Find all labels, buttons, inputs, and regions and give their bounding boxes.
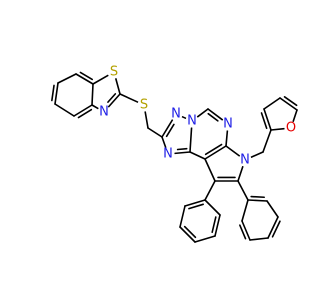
bond-N_tz2-CH_pym (196, 108, 209, 118)
bond-C_tz-N_tz3 (174, 151, 191, 155)
bond-pa3-pa4 (179, 226, 196, 243)
bond-layer (51, 71, 298, 243)
bond-C3_fur-C4_fur (263, 97, 281, 110)
bond-C_pym-C_pym2 (204, 145, 227, 160)
furan-oxygen-label-backdrop (284, 121, 298, 135)
bond-C5_fur-O_fur (292, 109, 298, 123)
bond-C2_fur-C3_fur (263, 108, 272, 131)
triazole-nitrogen-1-label-backdrop (169, 107, 183, 121)
pyrimidine-nitrogen-label-backdrop (221, 117, 235, 131)
bond-C_pym-C_pym2-inner (204, 143, 223, 156)
bond-O_fur-C2_fur (270, 127, 285, 131)
bond-C4_fur-C5_fur (279, 97, 298, 111)
bond-b2-b3 (57, 73, 77, 84)
benzothiazole-sulfur-label-backdrop (107, 65, 121, 79)
bond-N_pym-C_pym (225, 130, 229, 147)
pyrimidine-nitrogen-label: N (223, 117, 233, 132)
bond-b1-b2 (54, 82, 59, 105)
bond-C_tz-N_tz3-inner (176, 147, 188, 151)
bond-pa5-pa6-inner (211, 216, 217, 234)
thioether-sulfur-label-backdrop (137, 98, 151, 112)
triazole-nitrogen-3-label-backdrop (161, 147, 175, 161)
bond-b4-S_bzt (92, 74, 109, 85)
bond-b6-b1 (54, 103, 75, 117)
benzothiazole-nitrogen-label: N (99, 105, 109, 120)
pyrrole-nitrogen-label: N (240, 153, 250, 168)
bond-pb6-pb1-inner (250, 195, 265, 199)
triazole-nitrogen-3-label: N (163, 147, 173, 162)
bond-C2_tz-N_tz1 (161, 119, 174, 138)
bond-S_link-CH2a (144, 111, 149, 129)
bond-b3-b4-inner (79, 71, 94, 81)
bond-N_pyr-C_pyrA (237, 165, 244, 182)
bond-pa5-pa6 (214, 214, 221, 237)
bond-pb2-pb3 (241, 220, 251, 241)
bond-C_pyrB-pa1 (204, 180, 216, 201)
triazole-nitrogen-2-label-backdrop (185, 114, 199, 128)
bond-N_tz3-C2_tz (161, 136, 167, 149)
bond-pb6-pb1 (247, 199, 268, 202)
bond-pa1-pa2 (184, 199, 206, 207)
benzothiazole-sulfur-label: S (110, 65, 118, 80)
bond-pa4-pa5 (194, 235, 216, 243)
benzothiazole-nitrogen-label-backdrop (97, 105, 111, 119)
bond-pb3-pb4 (249, 237, 269, 241)
bond-C2_bzt-N_bzt-inner (107, 93, 117, 103)
bond-C_pym-N_pyr (225, 145, 241, 157)
bond-C2_bzt-N_bzt (107, 93, 121, 108)
bond-b5-b6 (73, 104, 93, 117)
bond-b4-b5 (91, 83, 94, 106)
bond-pa2-pa3 (179, 205, 186, 228)
bond-CH_pym-N_pym (207, 108, 224, 121)
bond-C_pyrB-C_pym2 (204, 158, 216, 182)
bond-pb4-pb5 (267, 216, 279, 239)
canvas-background (0, 0, 300, 300)
bond-pa1-pa2-inner (188, 203, 204, 210)
bond-C2_fur-C3_fur-inner (260, 112, 268, 130)
bond-pb5-pb6 (266, 200, 279, 218)
bond-pb4-pb5-inner (271, 220, 281, 238)
bond-C_pyrA-pb1 (237, 180, 249, 201)
triazole-nitrogen-1-label: N (171, 107, 181, 122)
bond-b3-b4 (75, 73, 94, 85)
bond-b5-b6-inner (77, 108, 93, 119)
bond-CH2a-C2_tz (147, 127, 163, 138)
bond-C2_tz-N_tz1-inner (165, 123, 175, 138)
bond-pb2-pb3-inner (239, 224, 247, 240)
bond-S_bzt-C2_bzt (115, 77, 121, 95)
thioether-sulfur-label: S (140, 98, 148, 113)
bond-CH2b-C2_fur (262, 129, 272, 153)
furan-oxygen-label: O (286, 121, 296, 136)
bond-C2_bzt-S_link (119, 93, 139, 103)
bond-N_tz1-N_tz2 (181, 116, 187, 119)
bond-b1-b2-inner (51, 84, 55, 102)
triazole-nitrogen-2-label: N (187, 114, 197, 129)
bond-C4_fur-C5_fur-inner (283, 95, 298, 107)
bond-pa3-pa4-inner (183, 225, 197, 239)
bond-N_bzt-b5 (91, 104, 99, 110)
bond-N_pyr-CH2b (250, 151, 264, 158)
pyrrole-nitrogen-label-backdrop (238, 153, 252, 167)
bond-N_tz2-C_tz (189, 127, 193, 153)
bond-pa6-pa1 (204, 199, 221, 216)
bond-CH_pym-N_pym-inner (207, 112, 219, 122)
bond-C_pym2-C_tz (189, 151, 206, 160)
bond-pb1-pb2 (241, 199, 249, 222)
